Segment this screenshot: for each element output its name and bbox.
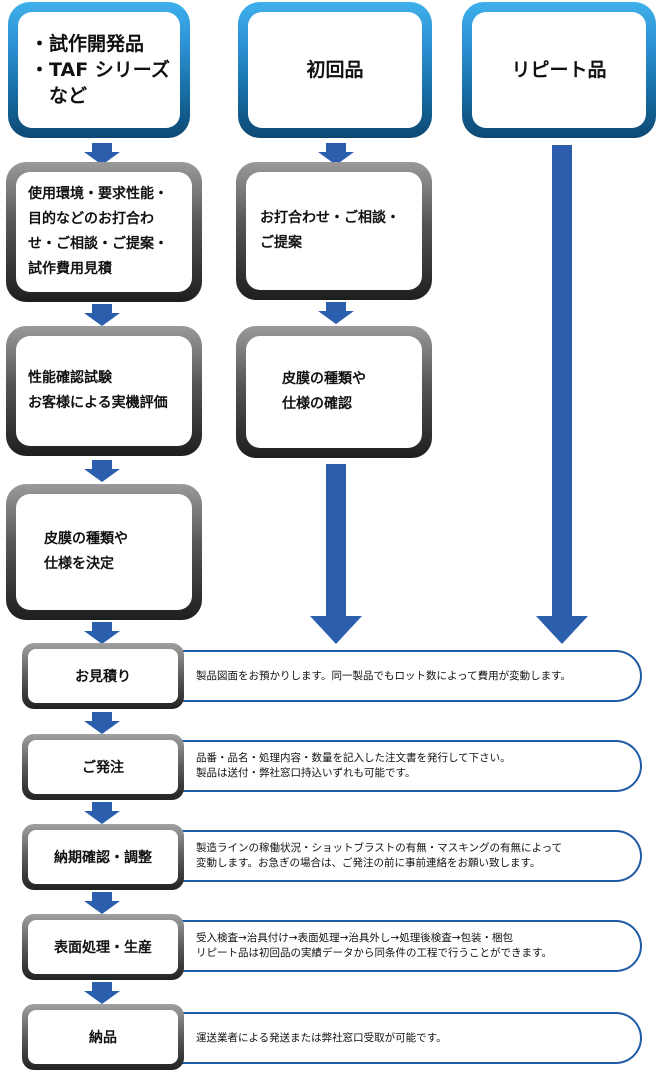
step-description-delivery-date: 製造ラインの稼働状況・ショットブラストの有無・マスキングの有無によって 変動しま… (180, 830, 642, 882)
step-label: 納品 (89, 1030, 117, 1046)
step-box-delivery-date: 納期確認・調整 (22, 824, 184, 890)
process-text-line: 目的などのお打合わ (28, 211, 154, 227)
step-description-production: 受入検査→治具付け→表面処理→治具外し→処理後検査→包装・梱包 リピート品は初回… (180, 920, 642, 972)
step-description-line: 変動します。お急ぎの場合は、ご発注の前に事前連絡をお願い致します。 (196, 857, 541, 869)
process-text-line: 仕様の確認 (282, 396, 352, 412)
process-text-line: お客様による実機評価 (28, 395, 168, 411)
step-box-order: ご発注 (22, 734, 184, 800)
process-box-confirm-spec: 皮膜の種類や 仕様の確認 (236, 326, 432, 458)
arrow-down-icon (84, 712, 120, 734)
step-description-estimate: 製品図面をお預かりします。同一製品でもロット数によって費用が変動します。 (180, 650, 642, 702)
process-text-line: 試作費用見積 (28, 261, 112, 277)
arrow-down-long-icon (536, 145, 588, 644)
process-box-performance-test: 性能確認試験 お客様による実機評価 (6, 326, 202, 456)
step-label: お見積り (75, 669, 131, 685)
arrow-down-icon (84, 982, 120, 1004)
header-first-time-label: 初回品 (306, 59, 364, 81)
arrow-down-icon (84, 460, 120, 482)
arrow-down-icon (318, 302, 354, 324)
header-box-prototype: ・試作開発品 ・TAF シリーズ など (8, 2, 190, 138)
step-box-production: 表面処理・生産 (22, 914, 184, 980)
step-box-estimate: お見積り (22, 643, 184, 709)
process-text-line: 皮膜の種類や (282, 371, 366, 387)
header-prototype-line2: ・TAF シリーズ (30, 59, 170, 81)
arrow-down-icon (318, 143, 354, 165)
header-prototype-line3: など (30, 85, 88, 107)
step-description-line: 品番・品名・処理内容・数量を記入した注文書を発行して下さい。 (196, 752, 511, 764)
step-description-line: 製造ラインの稼働状況・ショットブラストの有無・マスキングの有無によって (196, 842, 563, 854)
arrow-down-icon (84, 622, 120, 644)
step-label: ご発注 (82, 760, 124, 776)
process-text-line: 性能確認試験 (28, 370, 112, 386)
process-text-line: 皮膜の種類や (44, 531, 128, 547)
process-box-consultation-prototype: 使用環境・要求性能・ 目的などのお打合わ せ・ご相談・ご提案・ 試作費用見積 (6, 162, 202, 302)
step-description-line: 製品図面をお預かりします。同一製品でもロット数によって費用が変動します。 (196, 669, 572, 682)
process-text-line: せ・ご相談・ご提案・ (28, 236, 168, 252)
step-description-line: 受入検査→治具付け→表面処理→治具外し→処理後検査→包装・梱包 (196, 932, 513, 944)
arrow-down-icon (84, 143, 120, 165)
process-box-consultation-first: お打合わせ・ご相談・ ご提案 (236, 162, 432, 300)
header-box-first-time: 初回品 (238, 2, 432, 138)
step-description-line: 製品は送付・弊社窓口持込いずれも可能です。 (196, 767, 416, 779)
header-prototype-line1: ・試作開発品 (30, 33, 145, 55)
arrow-down-icon (84, 304, 120, 326)
step-description-delivery: 運送業者による発送または弊社窓口受取が可能です。 (180, 1012, 642, 1064)
arrow-down-long-icon (310, 464, 362, 644)
step-description-line: 運送業者による発送または弊社窓口受取が可能です。 (196, 1031, 447, 1044)
process-text-line: お打合わせ・ご相談・ (260, 210, 400, 226)
header-box-repeat: リピート品 (462, 2, 656, 138)
step-description-order: 品番・品名・処理内容・数量を記入した注文書を発行して下さい。 製品は送付・弊社窓… (180, 740, 642, 792)
header-repeat-label: リピート品 (511, 59, 607, 81)
step-description-line: リピート品は初回品の実績データから同条件の工程で行うことができます。 (196, 947, 552, 959)
step-label: 納期確認・調整 (54, 850, 152, 866)
process-text-line: 使用環境・要求性能・ (28, 186, 168, 202)
process-text-line: ご提案 (260, 235, 302, 251)
step-box-delivery: 納品 (22, 1004, 184, 1070)
step-label: 表面処理・生産 (54, 940, 152, 956)
arrow-down-icon (84, 892, 120, 914)
arrow-down-icon (84, 802, 120, 824)
process-box-decide-spec: 皮膜の種類や 仕様を決定 (6, 484, 202, 620)
process-text-line: 仕様を決定 (44, 556, 114, 572)
